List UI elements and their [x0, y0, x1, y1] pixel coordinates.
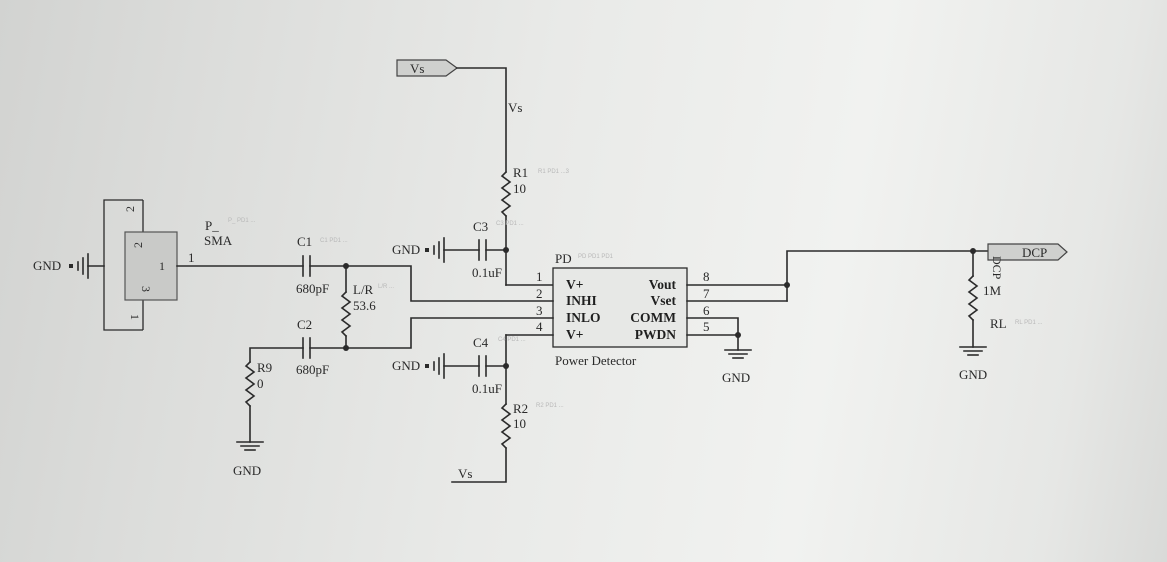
- r1-ref: R1: [513, 165, 528, 180]
- wire-vout-to-dcp: [786, 250, 989, 302]
- gnd-symbol-c4: GND: [392, 353, 445, 379]
- sma-pin1-bottom: 1: [128, 314, 142, 320]
- c2-value: 680pF: [296, 362, 329, 377]
- junction-comm-pwdn: [735, 332, 741, 338]
- gnd-symbol-rl: GND: [959, 346, 987, 382]
- gnd-c4-label: GND: [392, 358, 420, 373]
- resistor-lr: L/R 53.6 L/R ...: [340, 282, 394, 338]
- c2-ref: C2: [297, 317, 312, 332]
- c3-ref: C3: [473, 219, 488, 234]
- ic-pin6-name: COMM: [630, 310, 676, 325]
- ic-pin8-num: 8: [703, 269, 710, 284]
- c4-faint-label: C4 PD1 ...: [498, 337, 526, 343]
- vs-port-flag: Vs: [396, 59, 459, 77]
- sma-faint-label: P_ PD1 ...: [228, 218, 256, 224]
- c4-value: 0.1uF: [472, 381, 502, 396]
- ic-pin6-num: 6: [703, 303, 710, 318]
- ic-pin7-num: 7: [703, 286, 710, 301]
- gnd-symbol-c3: GND: [392, 237, 445, 263]
- ic-pin1-num: 1: [536, 269, 543, 284]
- gnd-rl-label: GND: [959, 367, 987, 382]
- dcp-port-flag: DCP: [987, 243, 1068, 261]
- sma-pin2-inner: 2: [131, 242, 145, 248]
- ic-ref: PD: [555, 251, 572, 266]
- ic-pin3-num: 3: [536, 303, 543, 318]
- gnd-r9-label: GND: [233, 463, 261, 478]
- r1-value: 10: [513, 181, 526, 196]
- lr-value: 53.6: [353, 298, 376, 313]
- ic-pin7-name: Vset: [651, 293, 677, 308]
- gnd-sma-label: GND: [33, 258, 61, 273]
- vs-port-label: Vs: [410, 61, 424, 76]
- wire-r2-to-vs: [451, 447, 507, 483]
- wire-vs-to-r1: [456, 67, 507, 173]
- r2-ref: R2: [513, 401, 528, 416]
- c3-faint-label: C3 PD1 ...: [496, 221, 524, 227]
- gnd-symbol-sma: GND: [33, 253, 89, 279]
- r2-faint-label: R2 PD1 ...: [536, 403, 564, 409]
- lr-faint-label: L/R ...: [378, 284, 394, 290]
- resistor-r2: R2 10 R2 PD1 ...: [500, 401, 564, 450]
- vs-net-label-top: Vs: [508, 100, 522, 115]
- c1-value: 680pF: [296, 281, 329, 296]
- gnd-c3-label: GND: [392, 242, 420, 257]
- pd-faint-label: PD PD1 PD1: [578, 254, 614, 260]
- c3-value: 0.1uF: [472, 265, 502, 280]
- rl-ref: RL: [990, 316, 1007, 331]
- rl-faint-label: RL PD1 ...: [1015, 320, 1043, 326]
- wire-to-inhi: [345, 265, 554, 302]
- wire-to-inlo: [345, 317, 554, 349]
- r2-value: 10: [513, 416, 526, 431]
- gnd-symbol-ic: GND: [722, 349, 752, 385]
- sma-pin3-inner: 3: [139, 286, 153, 292]
- ic-pin8-name: Vout: [649, 277, 677, 292]
- vs-net-label-bottom: Vs: [458, 466, 472, 481]
- resistor-r9: R9 0: [244, 360, 272, 408]
- ic-pin1-name: V+: [566, 277, 583, 292]
- rl-value: 1M: [983, 283, 1002, 298]
- dcp-vertical-label: DCP: [990, 256, 1004, 280]
- capacitor-c2: C2 680pF: [296, 317, 329, 377]
- ic-pin2-name: INHI: [566, 293, 597, 308]
- wire-pin6-comm: [686, 317, 739, 351]
- sma-value: SMA: [204, 233, 233, 248]
- sma-connector: 2 2 1 3 1 P_ SMA P_ PD1 ... 1: [103, 199, 256, 331]
- lr-ref: L/R: [353, 282, 374, 297]
- gnd-ic-label: GND: [722, 370, 750, 385]
- r9-ref: R9: [257, 360, 272, 375]
- gnd-symbol-r9: GND: [233, 441, 264, 478]
- capacitor-c4: C4 0.1uF C4 PD1 ...: [443, 335, 526, 396]
- junction-vout-vset: [784, 282, 790, 288]
- c1-ref: C1: [297, 234, 312, 249]
- c4-ref: C4: [473, 335, 489, 350]
- sma-ref: P_: [205, 218, 219, 233]
- sma-pin2-top: 2: [123, 206, 137, 212]
- dcp-port-label: DCP: [1022, 245, 1047, 260]
- ic-pin4-name: V+: [566, 327, 583, 342]
- r9-value: 0: [257, 376, 264, 391]
- ic-pin3-name: INLO: [566, 310, 601, 325]
- resistor-rl: 1M RL RL PD1 ...: [967, 274, 1043, 331]
- resistor-r1: R1 10 R1 PD1 ...3: [500, 165, 570, 218]
- power-detector-ic: PD PD PD1 PD1 Power Detector V+ INHI INL…: [536, 251, 710, 368]
- ic-pin5-num: 5: [703, 319, 710, 334]
- ic-name: Power Detector: [555, 353, 637, 368]
- capacitor-c1: C1 680pF C1 PD1 ...: [296, 234, 348, 296]
- r1-faint-label: R1 PD1 ...3: [538, 169, 570, 175]
- wire-c2-to-r9: [249, 347, 304, 363]
- ic-pin4-num: 4: [536, 319, 543, 334]
- ic-pin5-name: PWDN: [635, 327, 676, 342]
- c1-faint-label: C1 PD1 ...: [320, 238, 348, 244]
- sma-pin-out-num: 1: [188, 250, 195, 265]
- sma-pin1-inner: 1: [159, 259, 165, 273]
- capacitor-c3: C3 0.1uF C3 PD1 ...: [443, 219, 524, 280]
- ic-pin2-num: 2: [536, 286, 543, 301]
